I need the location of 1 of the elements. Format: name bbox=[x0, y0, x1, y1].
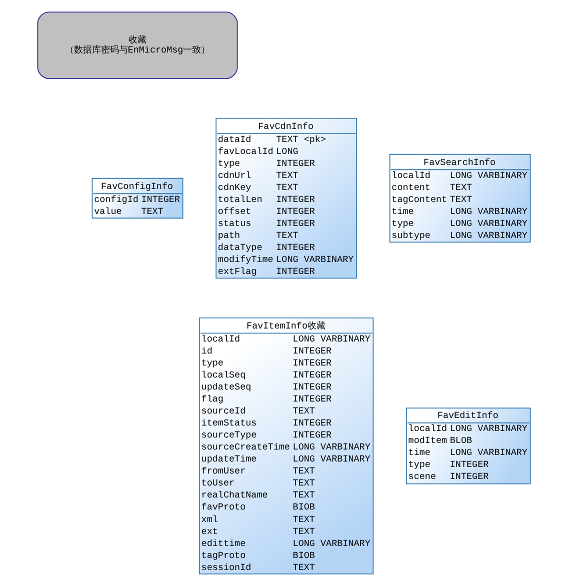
node-box: 收藏 （数据库密码与EnMicroMsg一致） bbox=[36, 12, 238, 80]
